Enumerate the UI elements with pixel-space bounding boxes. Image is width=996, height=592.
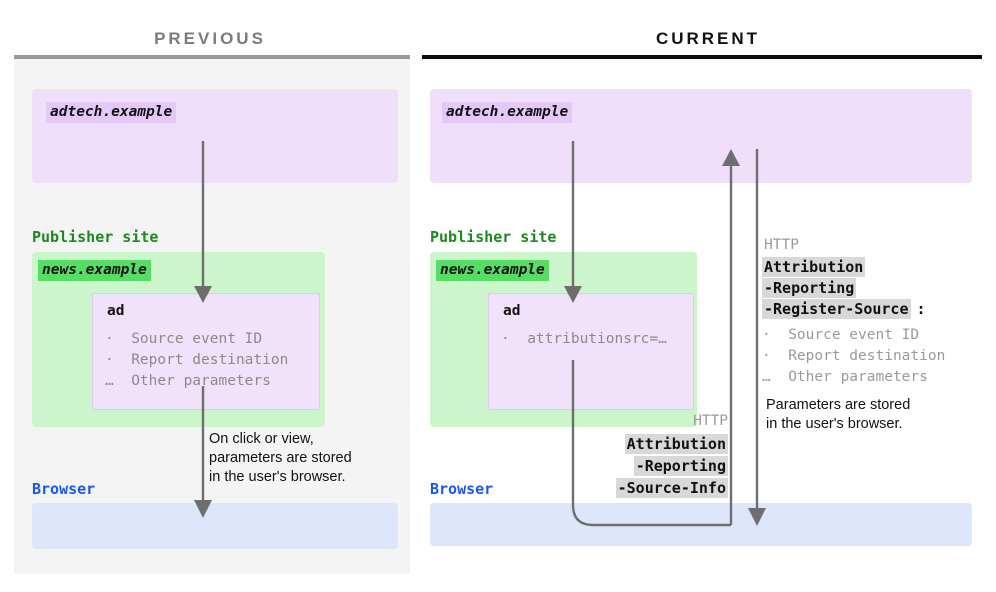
column-title-current: CURRENT [655, 29, 761, 48]
register-source-http-label: HTTP [764, 237, 799, 253]
register-source-note: Parameters are stored in the user's brow… [766, 397, 911, 432]
register-source-line-2-text: -Reporting [762, 278, 857, 298]
previous-browser-zone [32, 503, 398, 549]
source-info-line-2-text: -Reporting [633, 456, 728, 476]
current-ad-box: ad · attributionsrc=… [488, 293, 694, 410]
current-publisher-label: Publisher site [430, 228, 557, 246]
column-title-previous: PREVIOUS [154, 29, 266, 48]
source-info-line-3: -Source-Info [568, 478, 728, 498]
source-info-line-2: -Reporting [568, 456, 728, 476]
current-browser-label: Browser [430, 480, 494, 498]
register-source-line-3: -Register-Source: [762, 299, 926, 319]
source-info-line-1-text: Attribution [624, 434, 728, 454]
previous-publisher-chip: news.example [38, 260, 151, 281]
previous-ad-box: ad · Source event ID · Report destinatio… [92, 293, 320, 410]
previous-note: On click or view, parameters are stored … [209, 431, 352, 485]
previous-ad-params: · Source event ID · Report destination …… [105, 331, 289, 389]
register-source-line-3-text: -Register-Source [762, 299, 911, 319]
current-publisher-chip: news.example [436, 260, 549, 281]
previous-adtech-chip: adtech.example [46, 102, 177, 123]
register-source-params: · Source event ID · Report destination …… [762, 327, 946, 385]
current-adtech-chip: adtech.example [442, 102, 573, 123]
previous-ad-title: ad [107, 303, 125, 319]
current-ad-title: ad [503, 303, 521, 319]
source-info-line-1: Attribution [568, 434, 728, 454]
register-source-line-1-text: Attribution [762, 257, 866, 277]
register-source-colon: : [916, 300, 926, 318]
previous-publisher-label: Publisher site [32, 228, 159, 246]
previous-browser-label: Browser [32, 480, 96, 498]
source-info-http-label: HTTP [693, 413, 728, 429]
current-browser-zone [430, 503, 972, 546]
register-source-line-2: -Reporting [762, 278, 857, 298]
source-info-line-3-text: -Source-Info [615, 478, 728, 498]
current-ad-params: · attributionsrc=… [501, 331, 667, 347]
register-source-line-1: Attribution [762, 257, 866, 277]
